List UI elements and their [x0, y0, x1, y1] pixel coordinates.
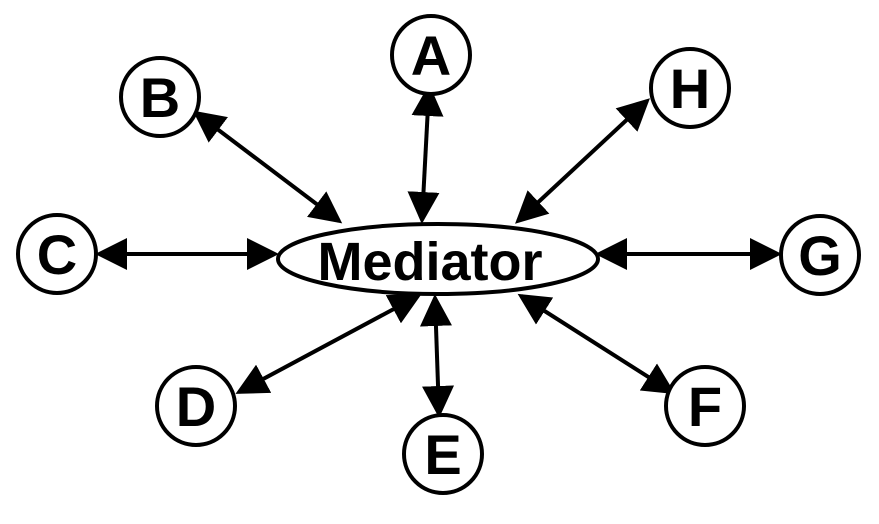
node-h-circle — [649, 47, 731, 129]
link-mediator-e — [419, 294, 455, 418]
node-f-circle — [664, 365, 746, 447]
node-g-circle — [779, 214, 861, 296]
link-mediator-d — [235, 294, 422, 394]
link-mediator-f — [517, 293, 676, 395]
node-c-circle — [16, 213, 98, 295]
node-a: A — [390, 14, 472, 96]
node-d: D — [155, 365, 237, 447]
link-mediator-h — [515, 98, 650, 224]
link-mediator-b — [192, 110, 343, 224]
node-d-label: D — [176, 375, 216, 438]
mediator-node: Mediator — [276, 222, 600, 296]
node-e-circle — [402, 413, 484, 495]
node-b-circle — [119, 56, 201, 138]
mediator-label: Mediator — [317, 232, 542, 292]
link-mediator-a — [407, 84, 444, 224]
mediator-ellipse — [276, 222, 600, 296]
node-f-label: F — [688, 375, 722, 438]
node-b-label: B — [140, 66, 180, 129]
node-c-label: C — [37, 223, 77, 286]
links — [95, 84, 782, 418]
node-h: H — [649, 47, 731, 129]
node-g: G — [779, 214, 861, 296]
node-f: F — [664, 365, 746, 447]
node-c: C — [16, 213, 98, 295]
node-a-label: A — [411, 24, 451, 87]
node-d-circle — [155, 365, 237, 447]
node-e-label: E — [424, 423, 461, 486]
node-b: B — [119, 56, 201, 138]
node-a-circle — [390, 14, 472, 96]
node-h-label: H — [670, 57, 710, 120]
node-e: E — [402, 413, 484, 495]
node-g-label: G — [798, 224, 842, 287]
